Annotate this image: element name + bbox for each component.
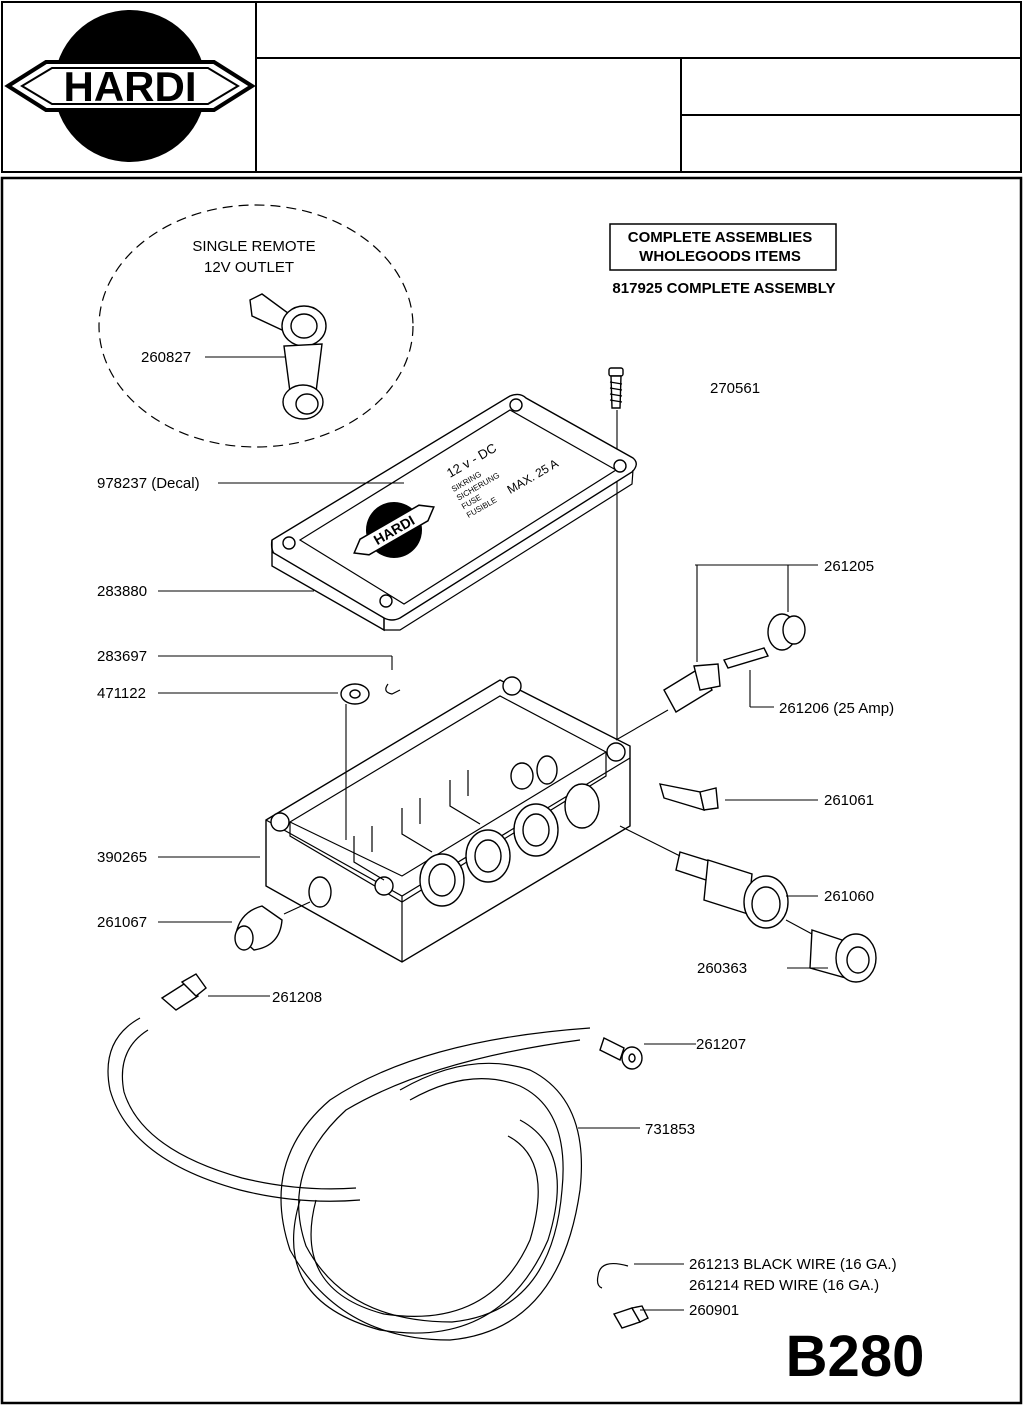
callout-261207: 261207 xyxy=(696,1036,746,1053)
detail-title-line2: 12V OUTLET xyxy=(204,259,294,276)
hardi-logo: HARDI xyxy=(4,10,256,162)
callout-260363: 260363 xyxy=(697,960,747,977)
socket-drawing xyxy=(619,825,877,983)
callout-283880: 283880 xyxy=(97,583,147,600)
callout-731853: 731853 xyxy=(645,1121,695,1138)
logo-text: HARDI xyxy=(64,63,197,110)
callout-261214: 261214 RED WIRE (16 GA.) xyxy=(689,1277,879,1294)
leader-lines xyxy=(158,482,404,923)
callout-283697: 283697 xyxy=(97,648,147,665)
callout-978237: 978237 (Decal) xyxy=(97,475,200,492)
screw-drawing xyxy=(608,367,624,742)
callout-261213: 261213 BLACK WIRE (16 GA.) xyxy=(689,1256,897,1273)
callout-471122: 471122 xyxy=(97,685,146,702)
assembly-title: 817925 COMPLETE ASSEMBLY xyxy=(612,280,835,297)
callout-261208: 261208 xyxy=(272,989,322,1006)
callout-390265: 390265 xyxy=(97,849,147,866)
detail-title-line1: SINGLE REMOTE xyxy=(192,238,315,255)
callout-261206: 261206 (25 Amp) xyxy=(779,700,894,717)
detail-remote-outlet: SINGLE REMOTE 12V OUTLET xyxy=(98,204,414,448)
callout-260827: 260827 xyxy=(141,349,191,366)
page-code: B280 xyxy=(786,1324,925,1389)
drawing-frame xyxy=(0,176,1023,1405)
remote-socket-drawing xyxy=(249,293,327,420)
notice-line1: COMPLETE ASSEMBLIES xyxy=(628,229,812,246)
callout-labels: 260827 270561 978237 (Decal) 283880 2612… xyxy=(97,349,897,1319)
small-wire-parts xyxy=(596,1263,684,1329)
grommet-drawing xyxy=(234,901,311,951)
callout-261061: 261061 xyxy=(824,792,874,809)
notice-line2: WHOLEGOODS ITEMS xyxy=(639,248,801,265)
lid-drawing: HARDI 12 v - DC SIKRING SICHERUNG FUSE F… xyxy=(270,393,637,632)
washer-clip-drawing xyxy=(340,683,401,840)
fuse-holder-drawing xyxy=(615,564,818,741)
callout-261067: 261067 xyxy=(97,914,147,931)
notice-box: COMPLETE ASSEMBLIES WHOLEGOODS ITEMS xyxy=(609,223,837,271)
cable-drawing xyxy=(107,973,696,1341)
callout-261060: 261060 xyxy=(824,888,874,905)
terminal-drawing xyxy=(659,783,818,812)
callout-261205: 261205 xyxy=(824,558,874,575)
callout-270561: 270561 xyxy=(710,380,760,397)
callout-260901: 260901 xyxy=(689,1302,739,1319)
box-drawing xyxy=(265,676,631,963)
